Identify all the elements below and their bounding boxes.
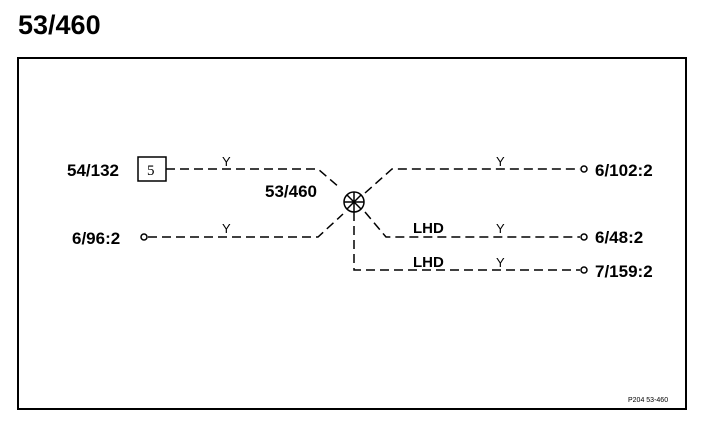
connector-label-7-159-2: 7/159:2 [595,262,653,281]
wire-right-1 [364,168,580,194]
variant-label-right-2: LHD [413,220,444,237]
wire-left-top [166,168,341,189]
connector-label-6-48-2: 6/48:2 [595,228,643,247]
reference-code: P204 53-460 [628,397,668,404]
wire-label-right-3: Y [496,255,505,270]
wire-label-left-bottom: Y [222,221,231,236]
connector-box-number: 5 [147,163,155,179]
terminal-right-3 [580,266,588,274]
diagram-frame [17,57,687,410]
terminal-left-bottom [140,233,148,241]
terminal-right-1 [580,165,588,173]
connector-label-54-132: 54/132 [67,161,119,180]
splice-icon [343,191,365,213]
connector-label-6-96-2: 6/96:2 [72,229,120,248]
wire-label-left-top: Y [222,154,231,169]
page-title: 53/460 [18,10,101,40]
wire-right-3 [353,212,580,271]
wire-left-bottom [148,213,344,238]
connector-label-6-102-2: 6/102:2 [595,161,653,180]
splice-label: 53/460 [265,182,317,201]
terminal-right-2 [580,233,588,241]
connector-box [137,156,167,182]
wire-right-2 [364,211,580,238]
variant-label-right-3: LHD [413,254,444,271]
wire-label-right-1: Y [496,154,505,169]
wire-label-right-2: Y [496,221,505,236]
